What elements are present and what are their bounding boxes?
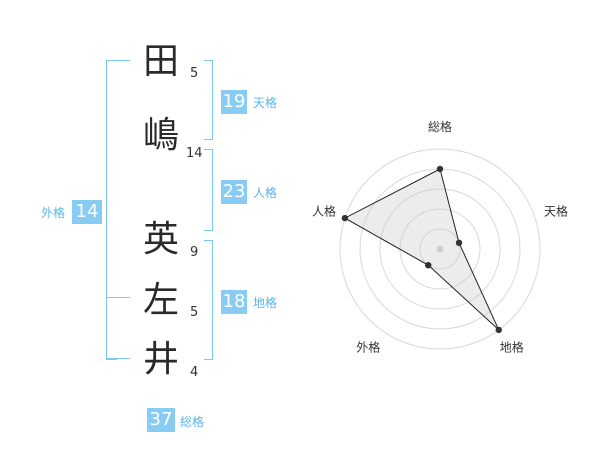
stroke-count-1: 5 <box>190 66 199 81</box>
radar-axis-label-5: 人格 <box>312 203 336 218</box>
jinkaku-bracket <box>204 149 213 231</box>
radar-polygon <box>343 168 500 331</box>
radar-center <box>436 245 444 253</box>
radar-point-2 <box>455 239 463 247</box>
radar-point-3 <box>495 326 502 334</box>
radar-axis-label-3: 地格 <box>500 340 524 355</box>
chikaku-bracket <box>204 240 213 360</box>
gaikaku-bracket-inner-top <box>106 60 130 61</box>
radar-ring-1 <box>419 228 461 270</box>
name-char-2: 嶋 <box>143 115 180 156</box>
gaikaku-bracket-inner-bottom <box>106 358 130 359</box>
gaikaku-bracket-inner-mid <box>106 297 130 298</box>
radar-point-4 <box>425 261 432 269</box>
name-char-3: 英 <box>143 219 180 260</box>
stroke-count-5: 4 <box>190 365 199 380</box>
stroke-count-3: 9 <box>190 245 199 260</box>
soukaku-label: 総格 <box>180 415 205 429</box>
stroke-count-4: 5 <box>190 305 199 320</box>
tenkaku-label: 天格 <box>253 96 278 110</box>
name-char-4: 左 <box>143 280 180 321</box>
name-char-1: 田 <box>143 41 180 82</box>
gaikaku-label: 外格 <box>41 206 66 220</box>
stroke-count-2: 14 <box>186 146 203 161</box>
jinkaku-value: 23 <box>221 180 247 204</box>
radar-axis-label-2: 天格 <box>544 203 568 218</box>
chikaku-label: 地格 <box>253 296 278 310</box>
jinkaku-label: 人格 <box>253 186 278 200</box>
name-char-5: 井 <box>143 339 180 380</box>
radar-axis-label-1: 総格 <box>428 119 452 134</box>
tenkaku-value: 19 <box>221 90 247 114</box>
radar-point-5 <box>341 214 349 222</box>
chikaku-value: 18 <box>221 290 247 314</box>
radar-point-1 <box>436 165 444 173</box>
gaikaku-value: 14 <box>72 200 102 224</box>
tenkaku-bracket <box>204 60 213 140</box>
radar-ring-3 <box>379 188 501 310</box>
soukaku-value: 37 <box>147 408 175 432</box>
radar-axis-label-4: 外格 <box>356 340 380 355</box>
